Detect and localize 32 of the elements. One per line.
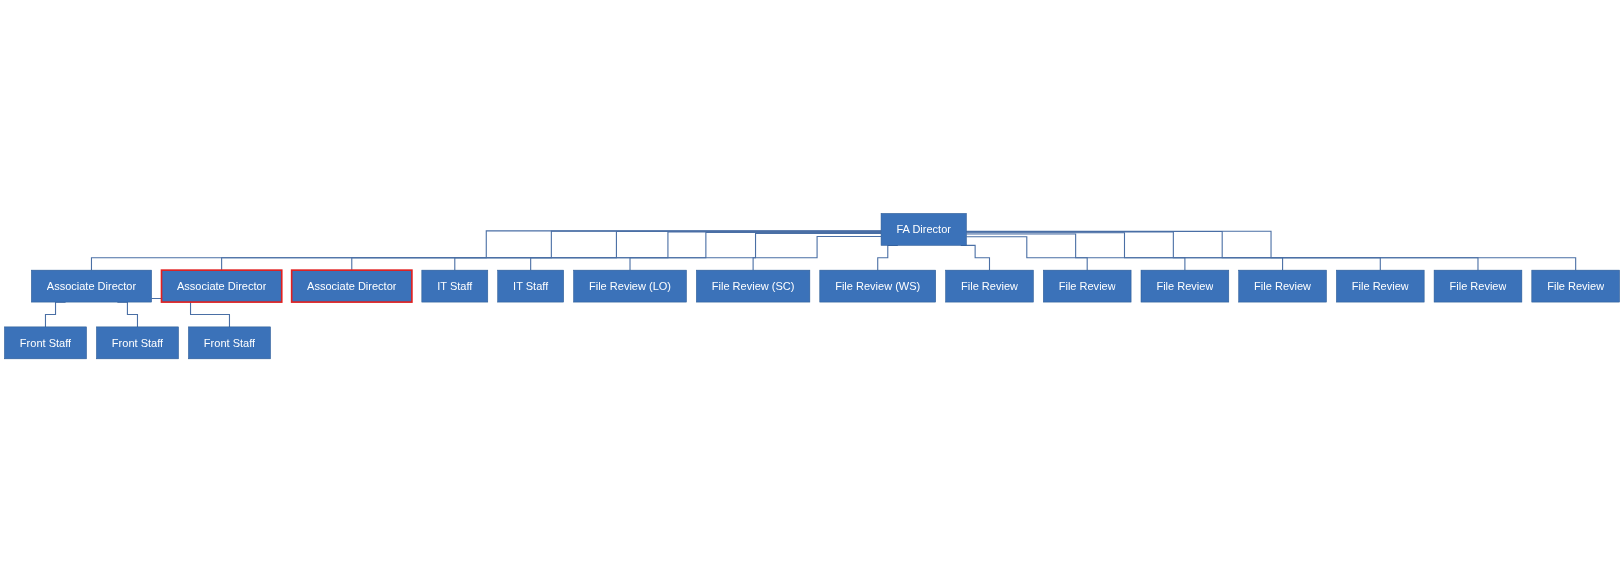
node-box: File Review (1140, 270, 1230, 303)
node-box: File Review (1531, 270, 1620, 303)
node-box: File Review (WS) (819, 270, 936, 303)
connector (351, 231, 882, 272)
connector (629, 233, 882, 272)
node-box: Associate Director (31, 270, 152, 303)
node-box: File Review (1336, 270, 1425, 303)
connector (965, 231, 1381, 272)
connector (454, 231, 882, 272)
connector (752, 236, 882, 272)
connector (221, 230, 882, 272)
connector (965, 236, 1088, 272)
node-box: IT Staff (497, 270, 564, 303)
node-box: Front Staff (4, 326, 87, 360)
node-box: File Review (SC) (696, 270, 811, 303)
node-box: File Review (945, 270, 1034, 303)
node-box: FA Director (880, 213, 967, 246)
node-box: File Review (LO) (573, 270, 687, 303)
node-box: File Review (1238, 270, 1327, 303)
node-box: IT Staff (421, 270, 489, 303)
node-box: File Review (1043, 270, 1132, 303)
connector (530, 232, 882, 272)
node-box: File Review (1433, 270, 1523, 303)
node-box: Associate Director (160, 269, 283, 304)
connector (90, 230, 882, 272)
node-box: Front Staff (96, 326, 179, 360)
connector (965, 232, 1284, 272)
node-box: Front Staff (188, 326, 271, 360)
connector (965, 233, 1186, 272)
connector (965, 231, 1479, 272)
connector (965, 231, 1577, 272)
node-box: Associate Director (290, 269, 413, 304)
